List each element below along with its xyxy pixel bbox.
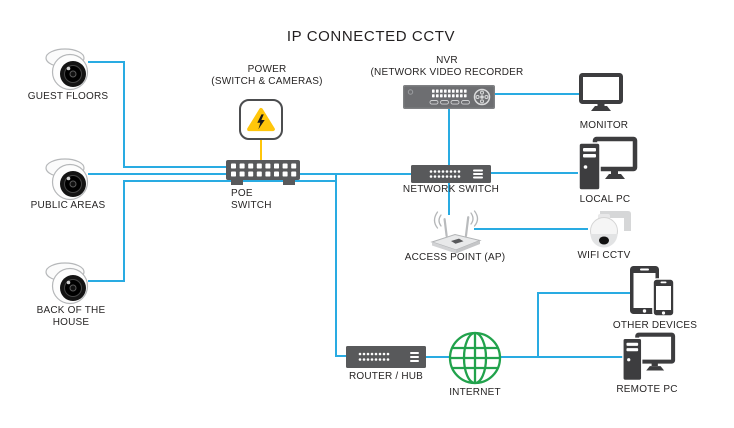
- router-label: ROUTER / HUB: [348, 371, 424, 382]
- other-devices-label: OTHER DEVICES: [612, 320, 698, 331]
- access-point-icon: [430, 210, 482, 254]
- monitor-label: MONITOR: [579, 120, 629, 131]
- link-internet-to-remotepc: [500, 356, 624, 358]
- power-label: POWER (SWITCH & CAMERAS): [211, 64, 323, 87]
- desktop-pc-icon: [622, 332, 676, 382]
- link-public-to-poe: [88, 173, 226, 175]
- nvr-label: NVR (NETWORK VIDEO RECORDER: [370, 55, 524, 78]
- dome-camera-icon: [45, 158, 89, 201]
- node-remote-pc: [620, 332, 676, 384]
- link-internet-to-otherdevices: [537, 292, 539, 358]
- link-back-to-trunk: [123, 180, 125, 282]
- node-network-switch: [411, 165, 491, 183]
- link-back-to-trunk: [88, 280, 125, 282]
- node-internet: [447, 330, 503, 386]
- ptz-camera-icon: [590, 211, 631, 248]
- node-router: [346, 346, 426, 368]
- link-guest-to-poe: [123, 166, 226, 168]
- network-switch-icon: [411, 165, 491, 183]
- local-pc-label: LOCAL PC: [579, 194, 631, 205]
- link-back-to-trunk: [123, 180, 337, 182]
- link-poe-to-router: [335, 174, 337, 357]
- power-warning-icon: [247, 107, 275, 132]
- back-of-house-label: BACK OF THE HOUSE: [36, 305, 106, 328]
- node-guest-floors-camera: [42, 46, 98, 92]
- remote-pc-label: REMOTE PC: [616, 384, 678, 395]
- network-switch-label: NETWORK SWITCH: [402, 184, 500, 195]
- internet-label: INTERNET: [449, 387, 501, 398]
- link-networkswitch-to-localpc: [490, 172, 578, 174]
- node-other-devices: [628, 264, 678, 320]
- link-poe-to-networkswitch: [298, 173, 412, 175]
- link-networkswitch-to-ap: [448, 182, 450, 215]
- poe-switch-icon: [226, 160, 300, 185]
- monitor-icon: [579, 73, 623, 111]
- node-access-point: [428, 210, 484, 254]
- node-monitor: [578, 72, 624, 114]
- node-nvr: [403, 85, 495, 109]
- link-ap-to-wificctv: [474, 228, 588, 230]
- poe-switch-label: POE SWITCH: [231, 188, 272, 211]
- router-icon: [346, 346, 426, 368]
- mobile-devices-icon: [630, 266, 675, 317]
- public-areas-label: PUBLIC AREAS: [30, 200, 106, 211]
- dome-camera-icon: [45, 262, 89, 305]
- node-power: [239, 99, 283, 140]
- internet-globe-icon: [448, 331, 502, 385]
- link-power-to-poe: [260, 139, 262, 161]
- node-back-of-house-camera: [42, 260, 98, 306]
- link-nvr-to-networkswitch: [448, 108, 450, 166]
- access-point-label: ACCESS POINT (AP): [404, 252, 506, 263]
- wifi-cctv-label: WIFI CCTV: [577, 250, 631, 261]
- desktop-pc-icon: [578, 136, 638, 191]
- nvr-icon: [403, 85, 495, 109]
- link-guest-to-poe: [123, 61, 125, 168]
- link-router-to-internet: [425, 356, 451, 358]
- node-public-areas-camera: [42, 156, 98, 202]
- node-local-pc: [576, 136, 638, 194]
- link-guest-to-poe: [88, 61, 125, 63]
- dome-camera-icon: [45, 48, 89, 91]
- link-poe-to-router: [335, 355, 348, 357]
- link-internet-to-otherdevices: [537, 292, 630, 294]
- guest-floors-label: GUEST FLOORS: [27, 91, 109, 102]
- node-poe-switch: [226, 160, 300, 186]
- node-wifi-cctv: [586, 208, 638, 250]
- diagram-title: IP CONNECTED CCTV: [286, 28, 456, 45]
- link-nvr-to-monitor: [494, 93, 580, 95]
